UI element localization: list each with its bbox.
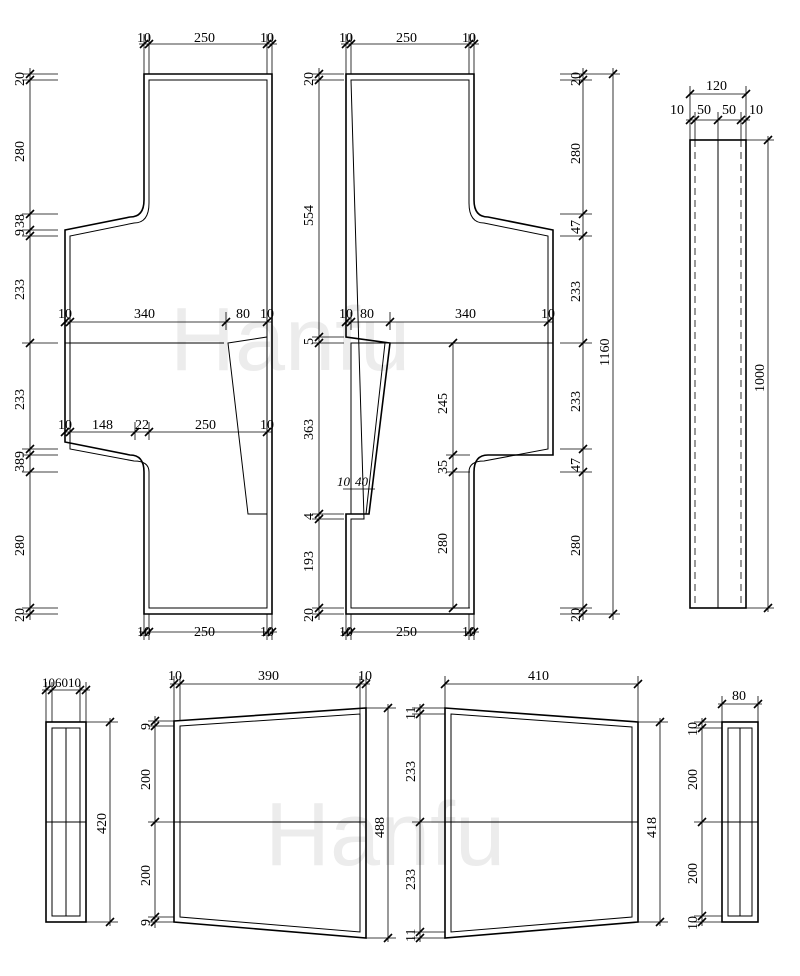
back-top-dim-3: 10 [462, 31, 476, 46]
right-band-dim-200-top: 200 [686, 769, 701, 790]
front-left-dim-20-top: 20 [13, 72, 28, 86]
front-left-dim-280-top: 280 [13, 141, 28, 162]
back-right-dim-233-bottom: 233 [569, 391, 584, 412]
back-small-dim-40: 40 [355, 474, 369, 489]
panel-left-dim-9-bottom: 9 [139, 919, 154, 926]
front-left-dim-38-top: 38 [13, 214, 28, 228]
back-panel: 10 250 10 10 250 10 20 554 5 363 4 193 2… [302, 31, 620, 640]
front-upper-dim-340: 340 [134, 307, 155, 322]
panel-left-top-dim-3: 10 [358, 669, 372, 684]
collar-width: 120 [706, 79, 727, 94]
back-right-dim-280-top: 280 [569, 143, 584, 164]
back-upper-dim-340: 340 [455, 307, 476, 322]
right-band-dim-10-top: 10 [686, 722, 701, 736]
back-left-dim-5: 5 [302, 338, 317, 345]
front-outline [64, 73, 273, 615]
panel-right-dim-233-top: 233 [404, 761, 419, 782]
front-lower-dim-250: 250 [195, 418, 216, 433]
back-top-dim-1: 10 [339, 31, 353, 46]
back-outline [345, 73, 554, 615]
trapezoid-panel-left: 10 390 10 9 200 200 9 488 [139, 669, 396, 943]
back-bottom-dim-2: 250 [396, 625, 417, 640]
right-band-width: 80 [732, 689, 746, 704]
panel-right-dim-11-bottom: 11 [404, 929, 419, 942]
back-left-dim-4: 4 [302, 513, 317, 520]
back-right-dim-47-top: 47 [569, 220, 584, 234]
back-inner-lapel [350, 342, 386, 515]
right-band-dim-10-bottom: 10 [686, 916, 701, 930]
watermark-top: Hanfu [170, 290, 410, 390]
panel-left-dim-9-top: 9 [139, 723, 154, 730]
back-left-dim-20-bottom: 20 [302, 608, 317, 622]
panel-left-top-dim-1: 10 [168, 669, 182, 684]
collar-part-50-right: 50 [722, 103, 736, 118]
front-left-dim-280-bottom: 280 [13, 535, 28, 556]
front-panel: 10 250 10 10 250 10 20 280 9 38 233 233 … [13, 31, 277, 640]
collar-part-10-left: 10 [670, 103, 684, 118]
back-top-dim-2: 250 [396, 31, 417, 46]
front-left-dim-233-bottom: 233 [13, 389, 28, 410]
panel-right-height: 418 [645, 817, 660, 838]
back-left-dim-554: 554 [302, 205, 317, 226]
back-left-dim-20-top: 20 [302, 72, 317, 86]
front-top-dim-2: 250 [194, 31, 215, 46]
front-lower-dim-10-left: 10 [58, 418, 72, 433]
panel-right-dim-233-bottom: 233 [404, 869, 419, 890]
panel-right-top-dim: 410 [528, 669, 549, 684]
small-band: 106010 420 [41, 675, 118, 927]
back-right-dim-233-top: 233 [569, 281, 584, 302]
back-upper-dim-10-left: 10 [339, 307, 353, 322]
front-upper-dim-10-left: 10 [58, 307, 72, 322]
back-inner-dim-35: 35 [436, 460, 451, 474]
panel-left-dim-200-bottom: 200 [139, 865, 154, 886]
front-top-dim-1: 10 [137, 31, 151, 46]
back-right-dim-20-top: 20 [569, 72, 584, 86]
front-lower-dim-148: 148 [92, 418, 113, 433]
front-left-dim-9-bottom: 9 [13, 451, 28, 458]
right-band: 80 10 200 200 10 [686, 689, 763, 930]
front-inner-lapel [227, 336, 268, 515]
collar-part-50-left: 50 [697, 103, 711, 118]
back-inner-dim-245: 245 [436, 393, 451, 414]
back-inner-dim-280: 280 [436, 533, 451, 554]
collar-length: 1000 [753, 364, 768, 392]
back-small-dim-10: 10 [337, 474, 351, 489]
watermark-bottom: Hanfu [265, 785, 505, 885]
front-lower-dim-10-right: 10 [260, 418, 274, 433]
back-upper-dim-10-right: 10 [541, 307, 555, 322]
panel-left-dim-200-top: 200 [139, 769, 154, 790]
front-top-dim-3: 10 [260, 31, 274, 46]
front-left-dim-38-bottom: 38 [13, 458, 28, 472]
front-left-dim-233-top: 233 [13, 279, 28, 300]
small-band-top: 106010 [42, 675, 81, 690]
back-right-dim-280-bottom: 280 [569, 535, 584, 556]
front-upper-dim-80: 80 [236, 307, 250, 322]
back-upper-dim-80: 80 [360, 307, 374, 322]
front-inner-outline [69, 79, 268, 609]
back-left-dim-363: 363 [302, 419, 317, 440]
collar-strip: 120 10 50 50 10 1000 [670, 79, 774, 613]
right-band-dim-200-bottom: 200 [686, 863, 701, 884]
panel-left-height: 488 [373, 817, 388, 838]
back-total-height: 1160 [598, 339, 613, 366]
front-left-dim-20-bottom: 20 [13, 608, 28, 622]
back-right-dim-47-bottom: 47 [569, 458, 584, 472]
front-left-dim-9-top: 9 [13, 229, 28, 236]
panel-right-dim-11-top: 11 [404, 707, 419, 720]
collar-part-10-right: 10 [749, 103, 763, 118]
trapezoid-panel-right: 410 11 233 233 11 418 [404, 669, 668, 943]
front-upper-dim-10-right: 10 [260, 307, 274, 322]
panel-left-top-dim-2: 390 [258, 669, 279, 684]
back-left-dim-193: 193 [302, 551, 317, 572]
front-bottom-dim-2: 250 [194, 625, 215, 640]
small-band-height: 420 [95, 813, 110, 834]
